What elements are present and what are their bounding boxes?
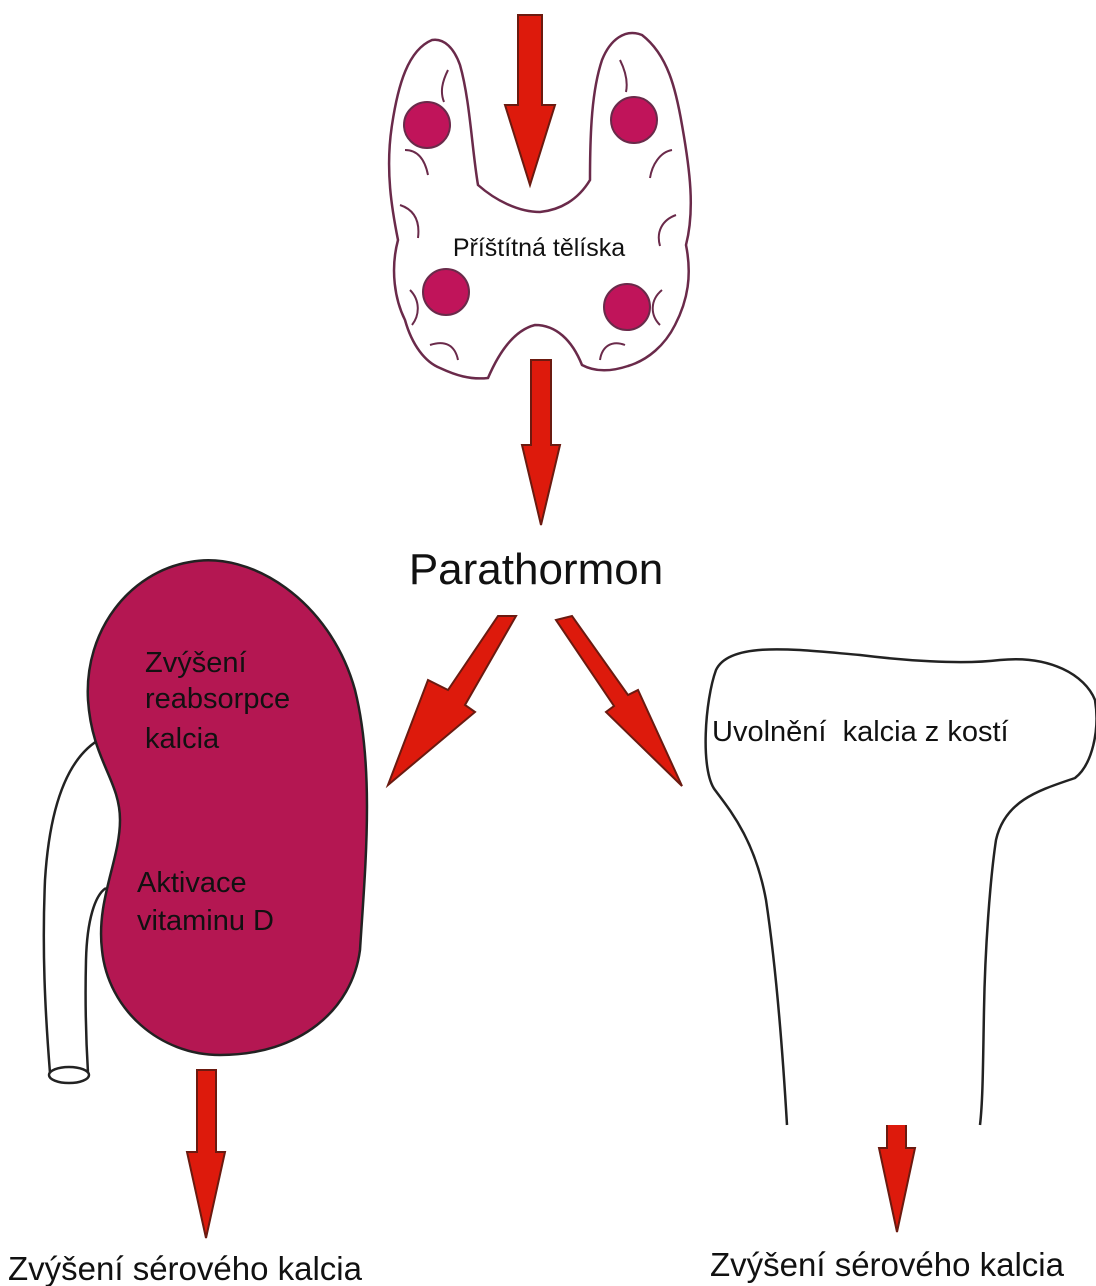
parathyroid-gland-upper-left bbox=[404, 102, 450, 148]
parathyroid-gland-lower-left bbox=[423, 269, 469, 315]
bone: Uvolnění kalcia z kostí bbox=[706, 649, 1096, 1125]
ureter-opening bbox=[49, 1067, 89, 1083]
kidney: Zvýšení reabsorpce kalcia Aktivace vitam… bbox=[44, 560, 367, 1083]
kidney-effect-1-line-1: Zvýšení bbox=[145, 647, 247, 679]
arrow-hormone-to-bone bbox=[556, 616, 682, 786]
parathyroid-label: Příštítná tělíska bbox=[453, 234, 625, 262]
kidney-body bbox=[88, 560, 367, 1055]
parathyroid-gland-lower-right bbox=[604, 284, 650, 330]
result-left-label: Zvýšení sérového kalcia bbox=[8, 1250, 363, 1286]
kidney-effect-1-line-2: reabsorpce bbox=[145, 683, 290, 715]
arrow-into-gland bbox=[505, 15, 555, 185]
parathyroid-gland-upper-right bbox=[611, 97, 657, 143]
kidney-effect-1-line-3: kalcia bbox=[145, 723, 220, 755]
hormone-label: Parathormon bbox=[409, 545, 663, 594]
kidney-effect-2-line-1: Aktivace bbox=[137, 867, 247, 899]
bone-effect-label: Uvolnění kalcia z kostí bbox=[712, 716, 1009, 748]
ureter bbox=[44, 738, 106, 1073]
kidney-effect-2-line-2: vitaminu D bbox=[137, 905, 274, 937]
result-right-label: Zvýšení sérového kalcia bbox=[710, 1246, 1065, 1283]
arrow-gland-to-hormone bbox=[522, 360, 560, 525]
arrow-hormone-to-kidney bbox=[388, 616, 516, 785]
arrow-kidney-to-result bbox=[187, 1070, 225, 1238]
